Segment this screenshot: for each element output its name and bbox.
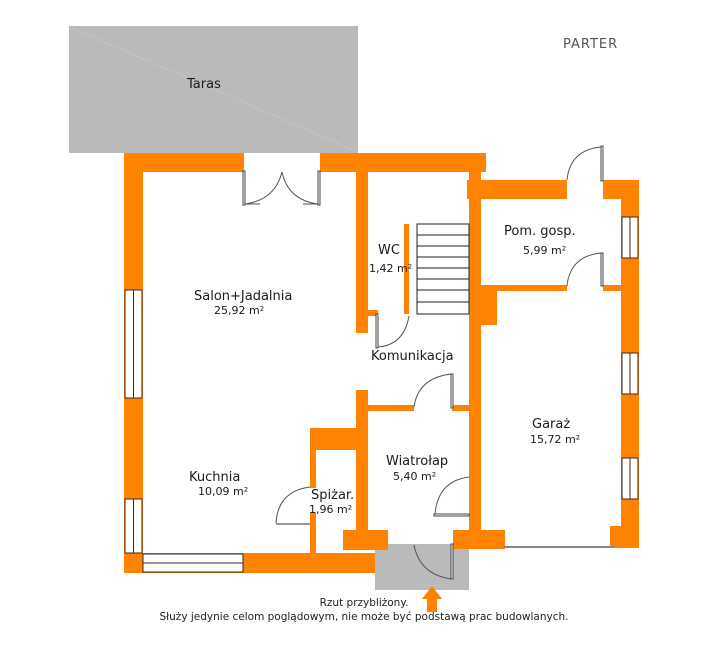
wall [310, 512, 316, 553]
main-entrance-door[interactable] [413, 543, 454, 580]
room-name-wiatrolap: Wiatrołap [386, 454, 448, 469]
room-name-taras: Taras [186, 77, 221, 92]
doors [242, 145, 604, 580]
door-swing [566, 146, 602, 181]
terrace-diagonal [71, 27, 357, 152]
door-swing [275, 486, 311, 524]
room-area-garaz: 15,72 m² [530, 433, 580, 446]
room-name-wc: WC [378, 243, 400, 258]
room-area-pom-gosp: 5,99 m² [523, 244, 566, 257]
floor-title: PARTER [563, 37, 619, 52]
entrance-arrow-icon [422, 586, 442, 612]
entrance-arrow-shape [422, 586, 442, 612]
room-area-spizarnia: 1,96 m² [309, 503, 352, 516]
door-leaf [317, 170, 321, 206]
room-area-wiatrolap: 5,40 m² [393, 470, 436, 483]
terrace-double-door[interactable] [242, 170, 321, 206]
door-swing [377, 315, 410, 348]
room-name-garaz: Garaż [532, 417, 570, 432]
room-labels: Taras Salon+Jadalnia 25,92 m² WC 1,42 m²… [186, 77, 580, 516]
door-swing [566, 252, 602, 287]
door-swing [413, 544, 453, 580]
stairs-outline [416, 223, 470, 315]
staircase[interactable] [416, 223, 470, 315]
wall [356, 153, 368, 333]
wall [320, 153, 486, 172]
disclaimer-line-2: Służy jedynie celom poglądowym, nie może… [159, 611, 569, 623]
room-area-salon: 25,92 m² [214, 304, 264, 317]
pantry-door[interactable] [275, 486, 311, 525]
windows [124, 216, 639, 573]
wall [356, 310, 378, 316]
garage-inner-door[interactable] [433, 476, 470, 517]
room-area-wc: 1,42 m² [369, 262, 412, 275]
wc-door[interactable] [375, 313, 410, 349]
utility-room-door[interactable] [566, 252, 604, 287]
wall [310, 428, 368, 450]
room-name-salon: Salon+Jadalnia [194, 289, 292, 304]
wall [356, 390, 368, 550]
wall [368, 405, 414, 411]
entrance-platform [375, 544, 469, 590]
room-name-komunikacja: Komunikacja [371, 349, 454, 364]
wall [310, 428, 316, 488]
door-leaf [276, 523, 310, 525]
door-leaf [450, 543, 454, 580]
wall [404, 224, 409, 314]
door-leaf [242, 170, 246, 206]
utility-room-exterior-door[interactable] [566, 145, 604, 182]
room-name-spizarnia: Spiżar. [311, 488, 354, 503]
room-area-kuchnia: 10,09 m² [198, 485, 248, 498]
wall [610, 526, 639, 548]
door-swing [244, 171, 283, 205]
wall [452, 405, 469, 411]
door-leaf [375, 313, 379, 349]
vestibule-inner-door[interactable] [413, 373, 454, 409]
wall [469, 475, 481, 505]
door-leaf [600, 145, 604, 182]
wall [467, 180, 567, 199]
wall [481, 285, 567, 291]
room-name-pom-gosp: Pom. gosp. [504, 224, 576, 239]
door-leaf [600, 252, 604, 287]
disclaimer-line-1: Rzut przybliżony. [319, 597, 409, 609]
wall [124, 153, 244, 172]
wall [469, 172, 481, 537]
wall [481, 285, 497, 325]
door-swing [413, 373, 452, 408]
wall [453, 530, 505, 549]
wall [603, 285, 621, 291]
door-swing [434, 476, 470, 515]
door-leaf [433, 513, 470, 517]
door-leaf [450, 373, 454, 409]
door-swing [281, 171, 319, 205]
room-name-kuchnia: Kuchnia [189, 470, 240, 485]
